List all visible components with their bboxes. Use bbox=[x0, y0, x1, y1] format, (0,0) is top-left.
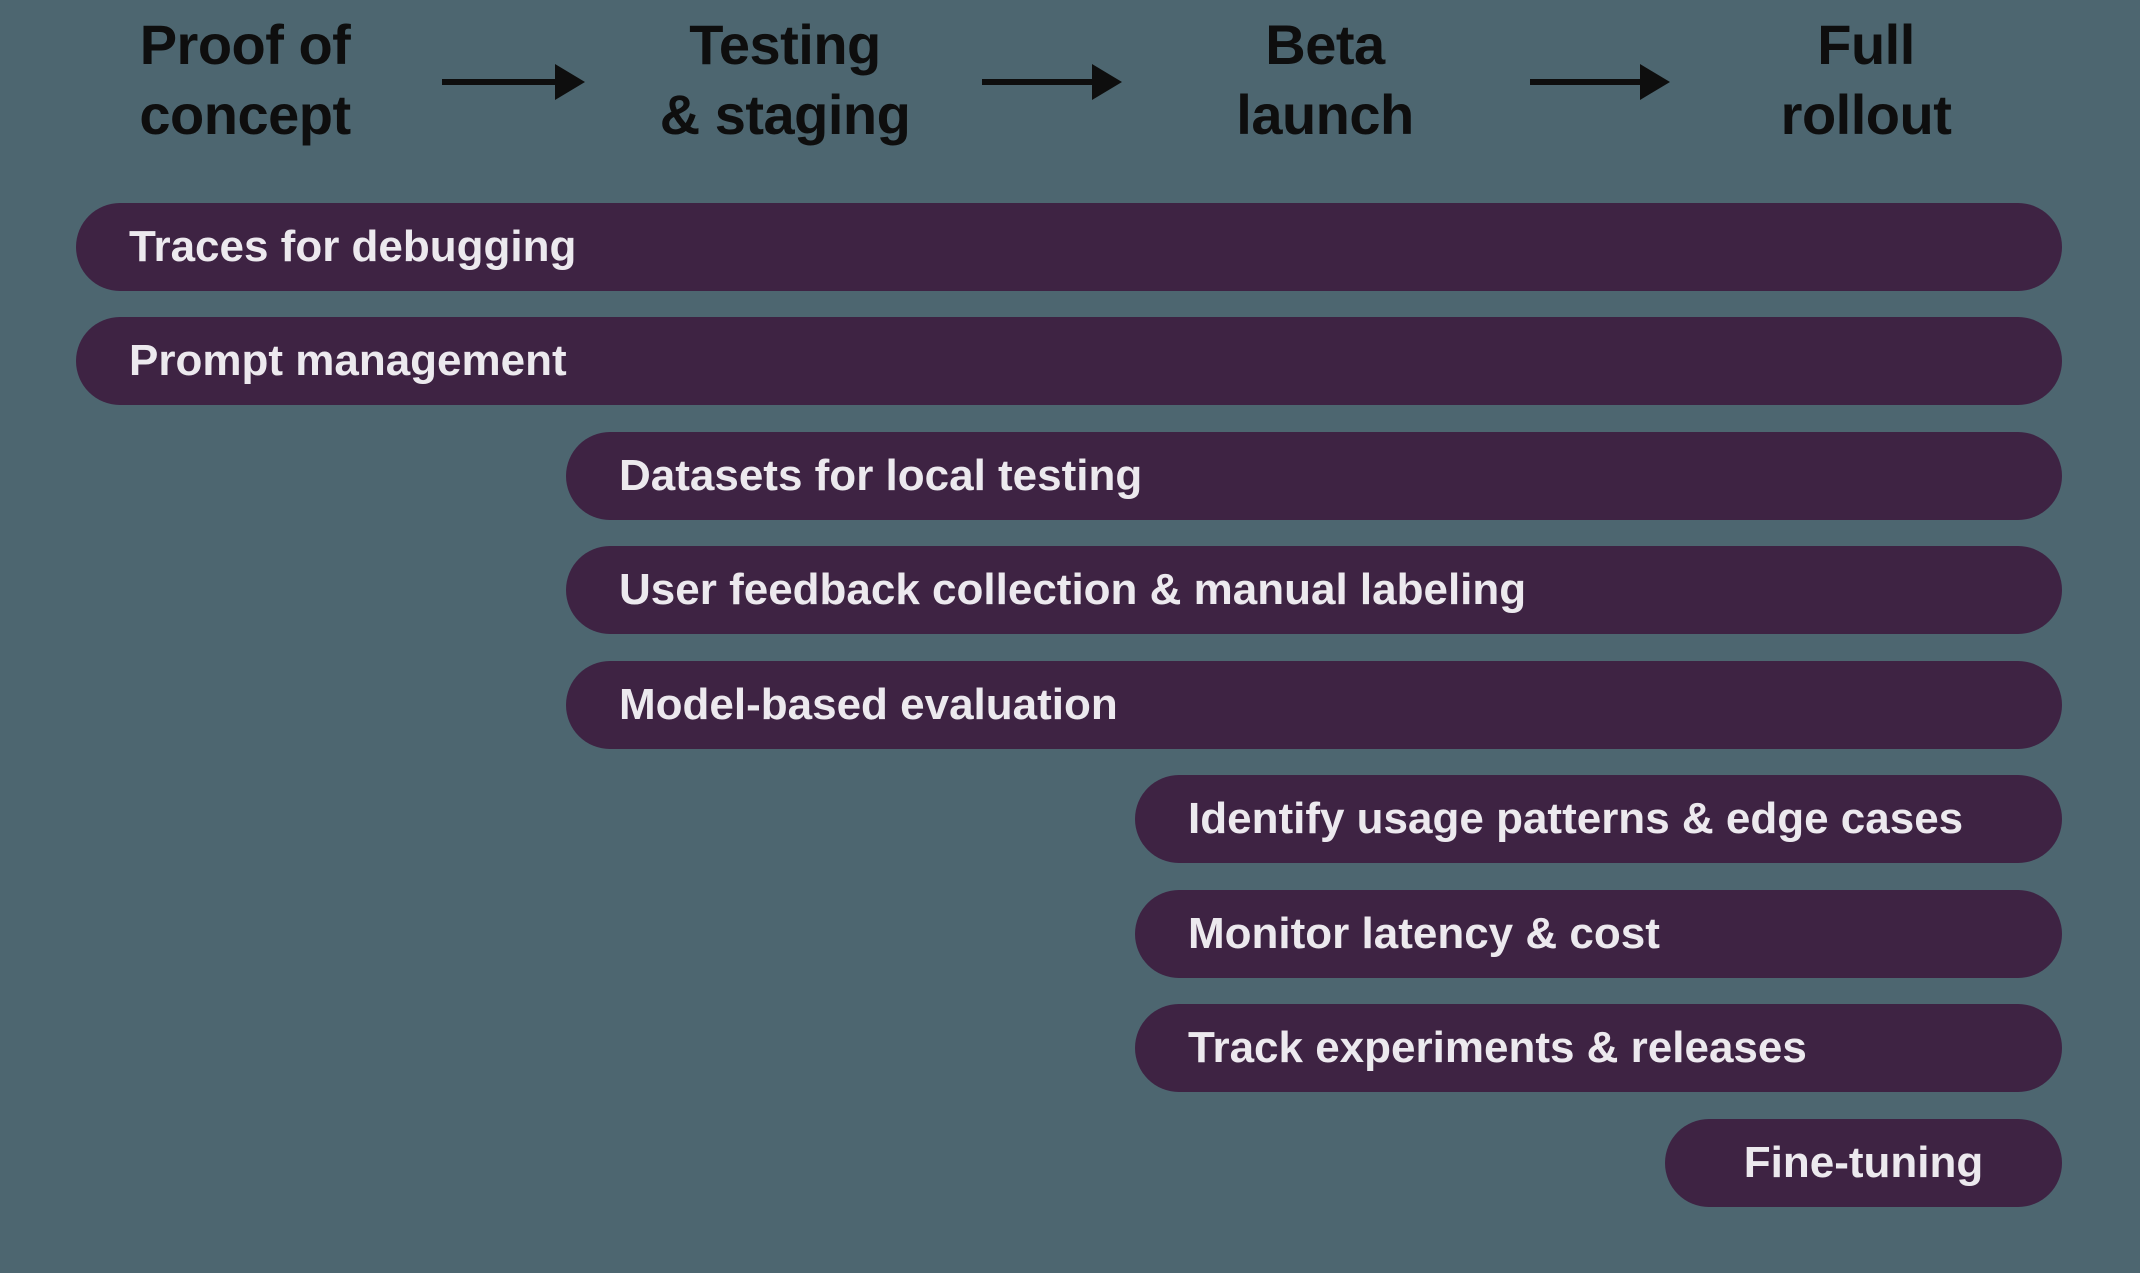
bar-identify-usage-patterns: Identify usage patterns & edge cases bbox=[1135, 775, 2062, 863]
bar-traces-for-debugging: Traces for debugging bbox=[76, 203, 2062, 291]
arrow-shaft bbox=[442, 79, 561, 85]
arrow-shaft bbox=[1530, 79, 1646, 85]
arrow-right-icon bbox=[982, 64, 1122, 100]
bar-prompt-management: Prompt management bbox=[76, 317, 2062, 405]
stage-label-testing-staging: Testing & staging bbox=[659, 13, 911, 146]
arrow-right-icon bbox=[442, 64, 585, 100]
bar-monitor-latency-cost: Monitor latency & cost bbox=[1135, 890, 2062, 978]
stage-label-full-rollout: Full rollout bbox=[1780, 13, 1952, 146]
bar-track-experiments-releases: Track experiments & releases bbox=[1135, 1004, 2062, 1092]
arrow-head bbox=[1092, 64, 1122, 100]
stage-label-beta-launch: Beta launch bbox=[1236, 13, 1414, 146]
bar-datasets-for-local-testing: Datasets for local testing bbox=[566, 432, 2062, 520]
arrow-right-icon bbox=[1530, 64, 1670, 100]
bar-user-feedback-collection: User feedback collection & manual labeli… bbox=[566, 546, 2062, 634]
arrow-shaft bbox=[982, 79, 1098, 85]
arrow-head bbox=[555, 64, 585, 100]
bar-model-based-evaluation: Model-based evaluation bbox=[566, 661, 2062, 749]
bar-fine-tuning: Fine-tuning bbox=[1665, 1119, 2062, 1207]
arrow-head bbox=[1640, 64, 1670, 100]
stage-label-proof-of-concept: Proof of concept bbox=[139, 13, 351, 146]
